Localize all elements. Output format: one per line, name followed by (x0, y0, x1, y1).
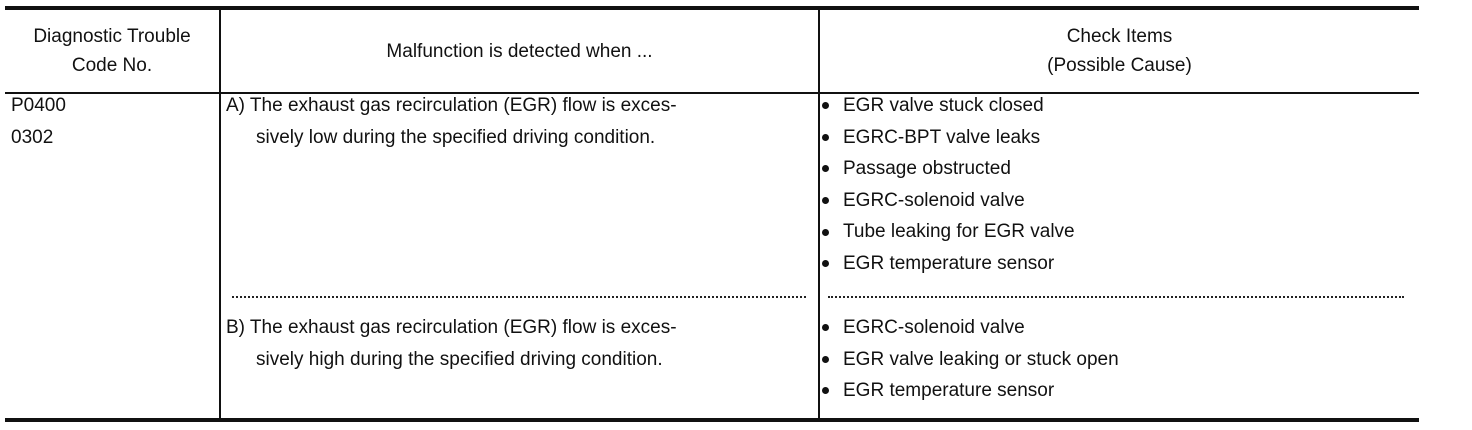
check-item-label: Tube leaking for EGR valve (843, 221, 1075, 243)
header-malfunction-line-1: Malfunction is detected when ... (386, 40, 653, 62)
header-malfunction: Malfunction is detected when ... (221, 10, 818, 92)
check-item-label: EGR temperature sensor (843, 380, 1055, 402)
dtc-code-secondary: 0302 (11, 127, 54, 148)
check-item: EGR valve leaking or stuck open (822, 344, 1119, 376)
check-item-label: EGRC-solenoid valve (843, 189, 1025, 211)
condition-b: B) The exhaust gas recirculation (EGR) f… (226, 312, 806, 376)
header-check-items: Check Items (Possible Cause) (820, 10, 1419, 92)
dtc-code-primary: P0400 (11, 95, 66, 116)
condition-a-line-1: A) The exhaust gas recirculation (EGR) f… (226, 95, 677, 116)
check-item: EGR temperature sensor (822, 375, 1119, 407)
column-divider-1 (219, 10, 221, 418)
header-divider (5, 92, 1419, 94)
condition-b-line-1: B) The exhaust gas recirculation (EGR) f… (226, 317, 677, 338)
bullet-icon (822, 102, 829, 110)
bullet-icon (822, 197, 829, 205)
check-item: EGRC-solenoid valve (822, 312, 1119, 344)
check-item-label: EGR valve leaking or stuck open (843, 348, 1119, 370)
dtc-table: Diagnostic Trouble Code No. Malfunction … (5, 6, 1419, 424)
table-bottom-rule (5, 418, 1419, 422)
check-item-label: EGR valve stuck closed (843, 95, 1044, 116)
bullet-icon (822, 260, 829, 268)
header-dtc-code: Diagnostic Trouble Code No. (5, 10, 219, 92)
check-item-label: EGR temperature sensor (843, 252, 1055, 274)
condition-a-line-2: sively low during the specified driving … (256, 127, 656, 148)
check-item: EGRC-BPT valve leaks (822, 122, 1075, 154)
check-item: Tube leaking for EGR valve (822, 216, 1075, 248)
header-dtc-code-line-2: Code No. (71, 55, 153, 76)
check-items-a: EGR valve stuck closed EGRC-BPT valve le… (822, 90, 1075, 280)
dtc-code-cell: P0400 0302 (11, 90, 66, 154)
bullet-icon (822, 324, 829, 332)
check-items-b: EGRC-solenoid valve EGR valve leaking or… (822, 312, 1119, 407)
bullet-icon (822, 355, 829, 363)
header-check-items-line-1: Check Items (1066, 26, 1173, 47)
bullet-icon (822, 133, 829, 141)
column-divider-2 (818, 10, 820, 418)
check-item-label: EGRC-solenoid valve (843, 317, 1025, 338)
bullet-icon (822, 387, 829, 395)
check-item-label: EGRC-BPT valve leaks (843, 126, 1041, 148)
bullet-icon (822, 165, 829, 173)
header-check-items-line-2: (Possible Cause) (1047, 55, 1192, 76)
condition-b-line-2: sively high during the specified driving… (256, 349, 663, 370)
check-item: Passage obstructed (822, 153, 1075, 185)
check-item: EGR temperature sensor (822, 248, 1075, 280)
header-dtc-code-line-1: Diagnostic Trouble (33, 26, 191, 47)
check-item-label: Passage obstructed (843, 158, 1011, 180)
check-item: EGR valve stuck closed (822, 90, 1075, 122)
table-top-rule (5, 6, 1419, 10)
dotted-separator-checks (828, 296, 1404, 298)
check-item: EGRC-solenoid valve (822, 185, 1075, 217)
bullet-icon (822, 228, 829, 236)
condition-a: A) The exhaust gas recirculation (EGR) f… (226, 90, 806, 154)
dotted-separator-condition (232, 296, 806, 298)
